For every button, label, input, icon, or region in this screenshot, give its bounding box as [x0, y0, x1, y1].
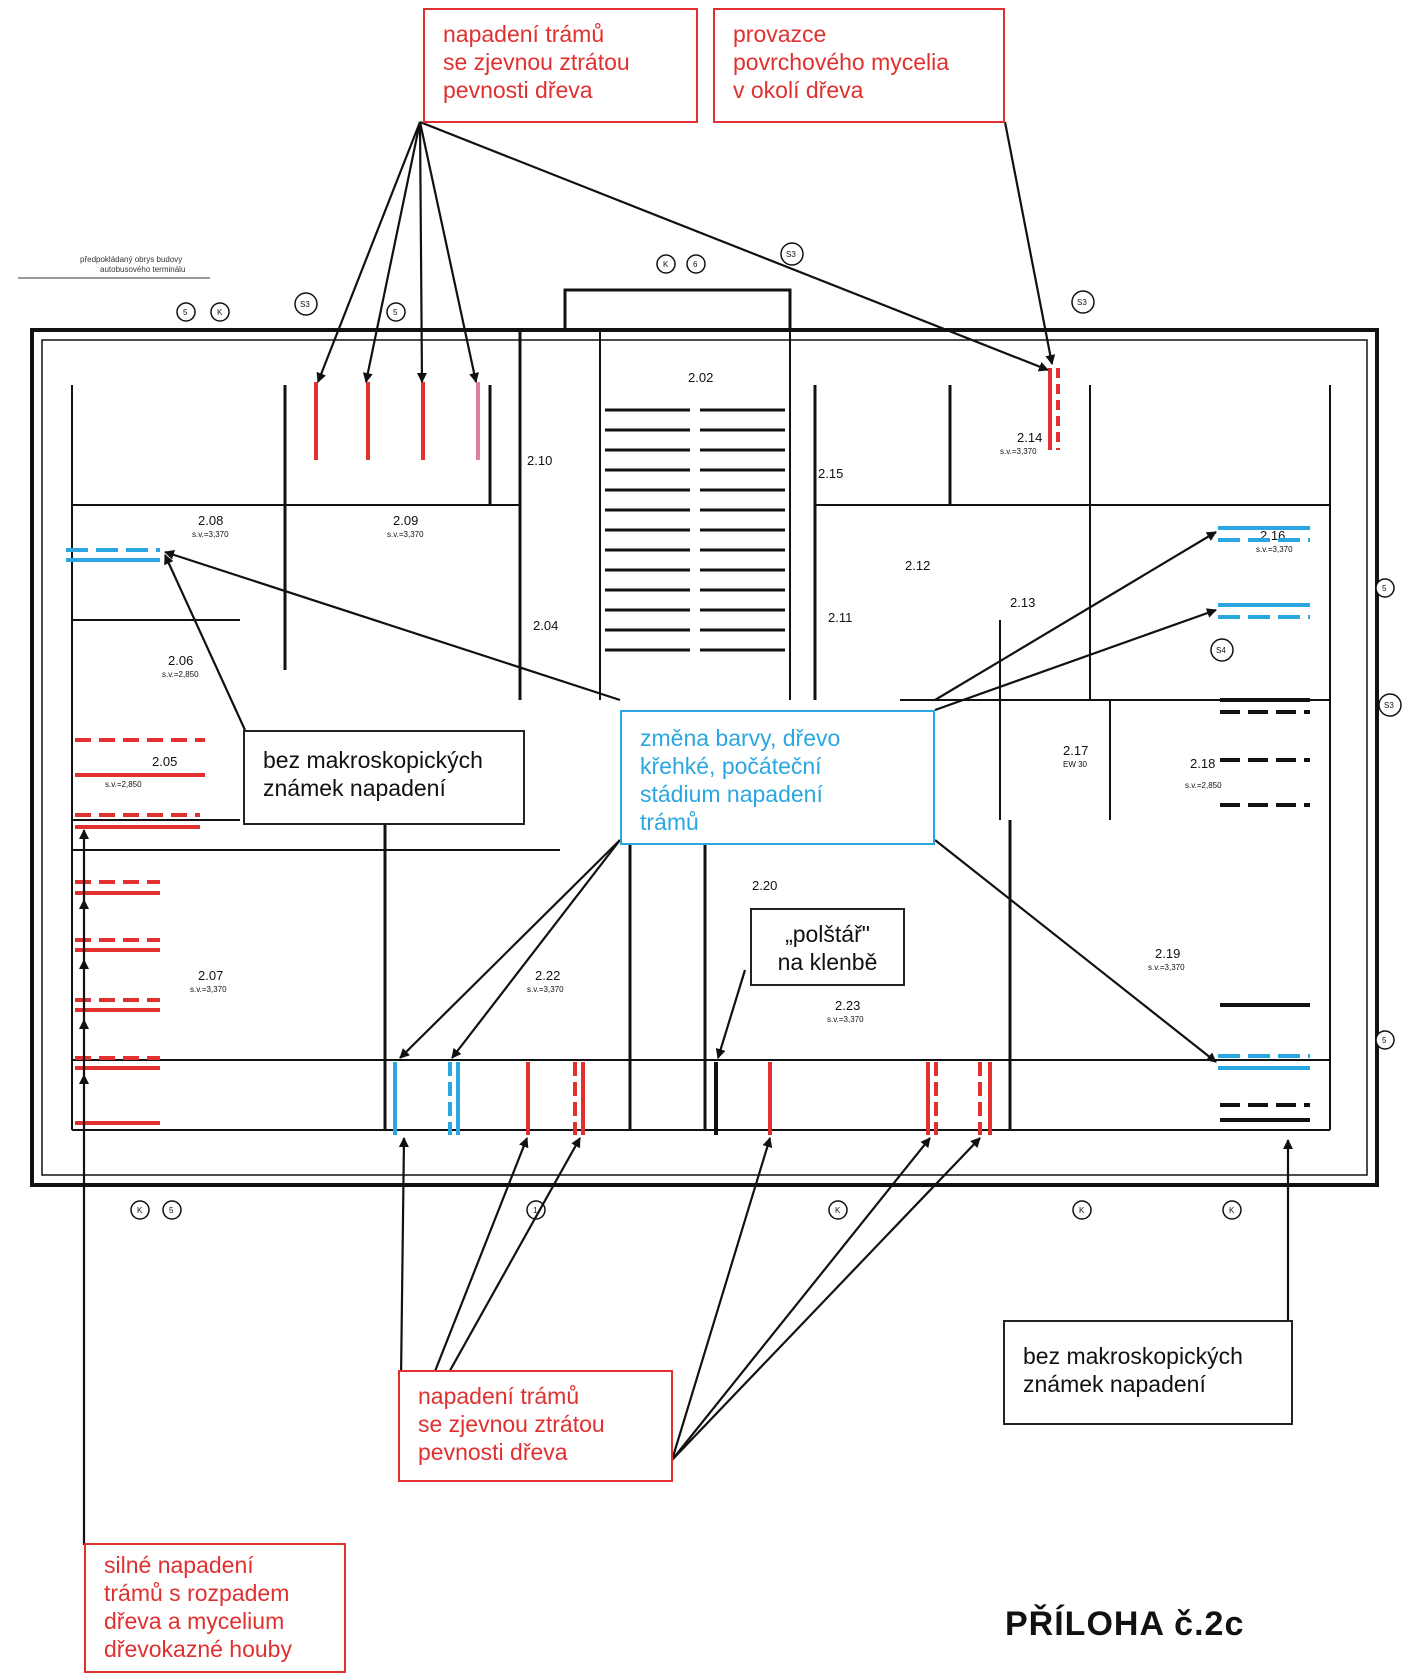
marker-k: [210, 302, 230, 322]
room-2-07-area: s.v.=3,370: [190, 985, 227, 994]
svg-text:K: K: [835, 1206, 841, 1215]
svg-text:S3: S3: [1384, 701, 1394, 710]
room-2-18-area: s.v.=2,850: [1185, 781, 1222, 790]
room-2-08: 2.08: [198, 513, 223, 528]
marker-5: [176, 302, 196, 322]
marker-s3-top: [780, 242, 804, 266]
room-2-16-area: s.v.=3,370: [1256, 545, 1293, 554]
room-2-23: 2.23: [835, 998, 860, 1013]
marker-k-bottom-4: [1222, 1200, 1242, 1220]
building-outline: [30, 288, 1379, 1187]
room-2-18: 2.18: [1190, 756, 1215, 771]
svg-text:S3: S3: [300, 300, 310, 309]
room-2-17: 2.17: [1063, 743, 1088, 758]
svg-text:K: K: [1079, 1206, 1085, 1215]
room-2-06-area: s.v.=2,850: [162, 670, 199, 679]
svg-text:5: 5: [169, 1206, 174, 1215]
room-2-14-area: s.v.=3,370: [1000, 447, 1037, 456]
marker-5-side: [1375, 1030, 1395, 1050]
marker-1-bottom: [526, 1200, 546, 1220]
callout-pillow-on-vault: „polštář" na klenbě: [750, 908, 905, 986]
marker-5-bottom: [162, 1200, 182, 1220]
marker-k-top: [656, 254, 676, 274]
staircase: [605, 408, 785, 652]
svg-text:6: 6: [693, 260, 698, 269]
callout-beam-damage-top: napadení trámů se zjevnou ztrátou pevnos…: [423, 8, 698, 123]
marker-s3: [294, 292, 318, 316]
svg-text:K: K: [217, 308, 223, 317]
marker-k-bottom: [130, 1200, 150, 1220]
svg-text:S4: S4: [1216, 646, 1226, 655]
red-beam-marks: [314, 368, 1060, 1135]
room-2-02: 2.02: [688, 370, 713, 385]
svg-text:S3: S3: [1077, 298, 1087, 307]
blue-beam-marks: [66, 526, 1310, 1135]
plan-header-line-1: předpokládaný obrys budovy: [80, 255, 182, 264]
room-2-10: 2.10: [527, 453, 552, 468]
svg-text:K: K: [663, 260, 669, 269]
room-2-12: 2.12: [905, 558, 930, 573]
marker-k-bottom-2: [828, 1200, 848, 1220]
plan-header-line-2: autobusového terminálu: [100, 265, 185, 274]
callout-beam-damage-bottom: napadení trámů se zjevnou ztrátou pevnos…: [398, 1370, 673, 1482]
room-2-17-area: EW 30: [1063, 760, 1088, 769]
room-labels: 2.08 s.v.=3,370 2.09 s.v.=3,370 2.10 2.0…: [105, 370, 1293, 1024]
grid-markers: 5 K S3 5 K 6 S3 S3 S4 S3 5 5 K 5 1 K K K: [130, 242, 1402, 1220]
callout-strong-damage: silné napadení trámů s rozpadem dřeva a …: [84, 1543, 346, 1673]
room-2-19: 2.19: [1155, 946, 1180, 961]
svg-text:5: 5: [1382, 584, 1387, 593]
svg-text:5: 5: [1382, 1036, 1387, 1045]
callout-mycelium-strands: provazce povrchového mycelia v okolí dře…: [713, 8, 1005, 123]
room-2-20: 2.20: [752, 878, 777, 893]
room-2-09-area: s.v.=3,370: [387, 530, 424, 539]
callout-no-damage-left: bez makroskopických známek napadení: [243, 730, 525, 825]
svg-text:S3: S3: [786, 250, 796, 259]
room-2-05: 2.05: [152, 754, 177, 769]
room-2-08-area: s.v.=3,370: [192, 530, 229, 539]
marker-s3-right: [1071, 290, 1095, 314]
room-2-14: 2.14: [1017, 430, 1042, 445]
room-2-05-area: s.v.=2,850: [105, 780, 142, 789]
marker-k-bottom-3: [1072, 1200, 1092, 1220]
room-2-22-area: s.v.=3,370: [527, 985, 564, 994]
room-2-09: 2.09: [393, 513, 418, 528]
marker-5b: [386, 302, 406, 322]
room-2-19-area: s.v.=3,370: [1148, 963, 1185, 972]
room-2-06: 2.06: [168, 653, 193, 668]
room-2-11: 2.11: [828, 610, 852, 625]
room-2-22: 2.22: [535, 968, 560, 983]
svg-text:5: 5: [183, 308, 188, 317]
callout-no-damage-right: bez makroskopických známek napadení: [1003, 1320, 1293, 1425]
svg-text:1: 1: [533, 1206, 538, 1215]
page-title: PŘÍLOHA č.2c: [1005, 1605, 1245, 1643]
marker-6: [686, 254, 706, 274]
room-2-07: 2.07: [198, 968, 223, 983]
marker-s4: [1210, 638, 1234, 662]
room-2-13: 2.13: [1010, 595, 1035, 610]
svg-text:K: K: [1229, 1206, 1235, 1215]
callout-discoloration: změna barvy, dřevo křehké, počáteční stá…: [620, 710, 935, 845]
room-2-23-area: s.v.=3,370: [827, 1015, 864, 1024]
black-beam-marks: [714, 698, 1310, 1135]
room-2-04: 2.04: [533, 618, 558, 633]
svg-text:K: K: [137, 1206, 143, 1215]
room-2-15: 2.15: [818, 466, 843, 481]
marker-s3-side: [1378, 693, 1402, 717]
svg-text:5: 5: [393, 308, 398, 317]
marker-5-side-2: [1375, 578, 1395, 598]
red-left-beams: [75, 738, 205, 1125]
